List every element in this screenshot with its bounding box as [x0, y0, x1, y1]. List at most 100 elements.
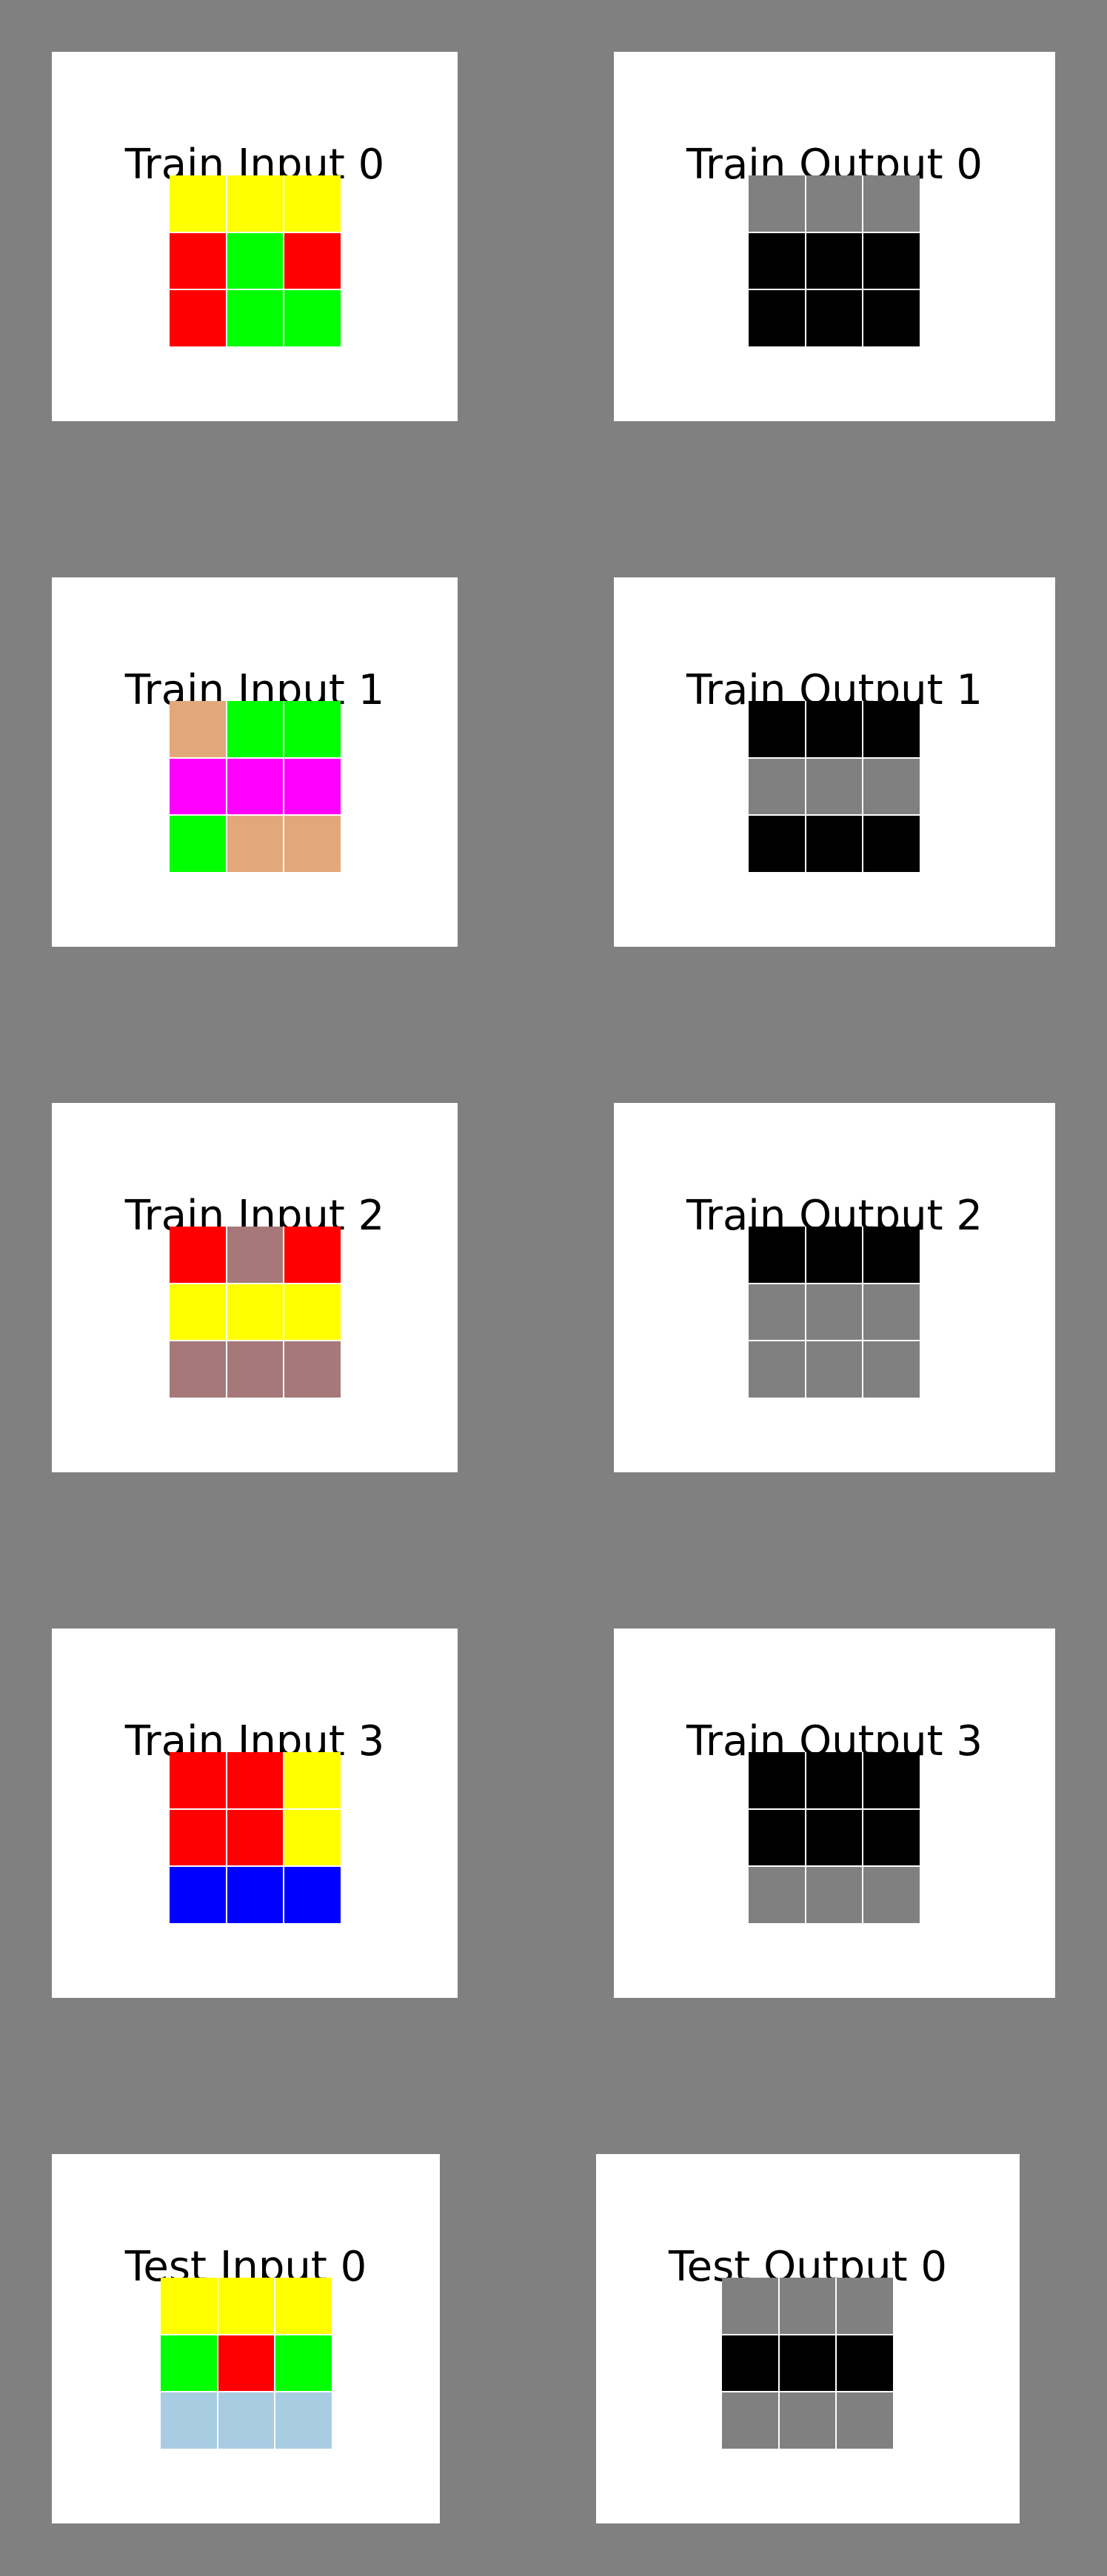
grid-cell-gray [863, 175, 920, 232]
grid-cell-yellow [227, 1284, 284, 1341]
grid-cell-gray [837, 2392, 893, 2449]
grid-cell-blue [227, 1867, 284, 1923]
output-grid [749, 1752, 920, 1923]
grid-cell-yellow [284, 1809, 341, 1866]
grid-cell-black [749, 290, 805, 346]
grid-cell-gray [779, 2392, 836, 2449]
grid-cell-gray [863, 1341, 920, 1398]
grid-cell-lightblue [218, 2392, 275, 2449]
grid-cell-yellow [284, 1752, 341, 1808]
grid-cell-green [227, 701, 284, 757]
grid-cell-green [170, 816, 226, 872]
grid-cell-gray [749, 1284, 805, 1341]
grid-cell-gray [749, 1867, 805, 1923]
grid-cell-green [227, 290, 284, 346]
grid-cell-tan [227, 816, 284, 872]
train-input-0-panel: Train Input 0 [52, 52, 458, 421]
train-input-2-panel: Train Input 2 [52, 1103, 458, 1472]
grid-cell-black [806, 816, 863, 872]
grid-cell-green [227, 232, 284, 289]
grid-cell-red [170, 232, 226, 289]
grid-cell-red [284, 232, 341, 289]
grid-cell-magenta [227, 758, 284, 815]
grid-cell-red [284, 1227, 341, 1283]
grid-cell-black [837, 2335, 893, 2392]
grid-cell-yellow [275, 2278, 332, 2334]
grid-cell-tan [170, 701, 226, 757]
grid-cell-black [863, 1227, 920, 1283]
grid-cell-black [863, 1809, 920, 1866]
grid-cell-black [806, 290, 863, 346]
grid-cell-gray [749, 758, 805, 815]
grid-cell-gray [837, 2278, 893, 2334]
grid-cell-gray [722, 2278, 778, 2334]
grid-cell-red [170, 1227, 226, 1283]
grid-cell-red [227, 1752, 284, 1808]
grid-cell-magenta [284, 758, 341, 815]
grid-cell-mauve [227, 1227, 284, 1283]
output-grid [722, 2278, 893, 2449]
grid-cell-black [779, 2335, 836, 2392]
grid-cell-green [284, 701, 341, 757]
grid-cell-green [161, 2335, 217, 2392]
train-input-3-panel: Train Input 3 [52, 1629, 458, 1998]
grid-cell-black [806, 1809, 863, 1866]
test-input-0-panel: Test Input 0 [52, 2154, 440, 2523]
grid-cell-green [275, 2335, 332, 2392]
grid-cell-black [863, 701, 920, 757]
grid-cell-gray [863, 1867, 920, 1923]
grid-cell-black [749, 1809, 805, 1866]
grid-cell-gray [806, 1867, 863, 1923]
grid-cell-black [806, 1227, 863, 1283]
grid-cell-gray [863, 1284, 920, 1341]
train-input-1-panel: Train Input 1 [52, 577, 458, 947]
grid-cell-gray [806, 758, 863, 815]
grid-cell-black [749, 816, 805, 872]
input-grid [161, 2278, 332, 2449]
grid-cell-black [749, 232, 805, 289]
grid-cell-red [227, 1809, 284, 1866]
grid-cell-gray [779, 2278, 836, 2334]
grid-cell-red [170, 290, 226, 346]
grid-cell-yellow [284, 1284, 341, 1341]
grid-cell-black [749, 701, 805, 757]
input-grid [170, 701, 341, 872]
grid-cell-magenta [170, 758, 226, 815]
grid-cell-gray [722, 2392, 778, 2449]
grid-cell-yellow [170, 175, 226, 232]
grid-cell-gray [749, 1341, 805, 1398]
grid-cell-gray [806, 1341, 863, 1398]
input-grid [170, 1227, 341, 1398]
grid-cell-black [806, 701, 863, 757]
grid-cell-gray [806, 1284, 863, 1341]
grid-cell-blue [170, 1867, 226, 1923]
grid-cell-black [863, 816, 920, 872]
grid-cell-mauve [170, 1341, 226, 1398]
grid-cell-black [749, 1227, 805, 1283]
grid-cell-yellow [218, 2278, 275, 2334]
train-output-1-panel: Train Output 1 [614, 577, 1055, 947]
grid-cell-mauve [284, 1341, 341, 1398]
output-grid [749, 175, 920, 346]
input-grid [170, 1752, 341, 1923]
train-output-3-panel: Train Output 3 [614, 1629, 1055, 1998]
grid-cell-lightblue [161, 2392, 217, 2449]
grid-cell-black [806, 1752, 863, 1808]
grid-cell-black [863, 290, 920, 346]
input-grid [170, 175, 341, 346]
grid-cell-yellow [227, 175, 284, 232]
grid-cell-yellow [284, 175, 341, 232]
grid-cell-tan [284, 816, 341, 872]
grid-cell-red [218, 2335, 275, 2392]
test-output-0-panel: Test Output 0 [596, 2154, 1020, 2523]
output-grid [749, 701, 920, 872]
train-output-2-panel: Train Output 2 [614, 1103, 1055, 1472]
output-grid [749, 1227, 920, 1398]
grid-cell-black [863, 1752, 920, 1808]
grid-cell-black [806, 232, 863, 289]
grid-cell-yellow [161, 2278, 217, 2334]
grid-cell-yellow [170, 1284, 226, 1341]
grid-cell-blue [284, 1867, 341, 1923]
grid-cell-gray [863, 758, 920, 815]
grid-cell-black [722, 2335, 778, 2392]
